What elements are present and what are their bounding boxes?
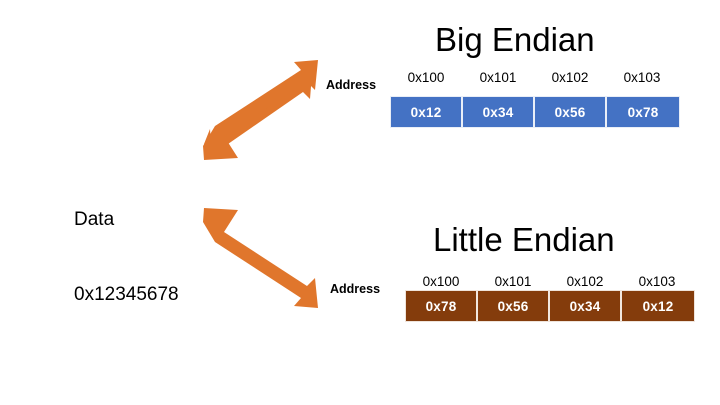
big-endian-address-row: 0x100 0x101 0x102 0x103 (390, 70, 678, 85)
address-label: 0x103 (623, 70, 661, 85)
address-label: 0x100 (407, 70, 445, 85)
address-label: 0x102 (566, 274, 604, 289)
address-label: 0x101 (479, 70, 517, 85)
byte-cell: 0x78 (406, 291, 478, 321)
address-label: 0x102 (551, 70, 589, 85)
arrow-to-little-endian-icon (203, 208, 318, 308)
source-data-value: 0x12345678 (74, 284, 179, 305)
big-endian-address-caption: Address (326, 78, 377, 92)
address-label: 0x101 (494, 274, 532, 289)
address-label: 0x100 (422, 274, 460, 289)
byte-cell: 0x34 (550, 291, 622, 321)
little-endian-address-row: 0x100 0x101 0x102 0x103 (405, 274, 693, 289)
byte-cell: 0x34 (463, 97, 535, 127)
source-data-caption: Data (74, 209, 115, 230)
byte-cell: 0x56 (478, 291, 550, 321)
arrow-to-big-endian-icon (203, 60, 318, 160)
little-endian-byte-table: 0x78 0x56 0x34 0x12 (405, 290, 695, 322)
little-endian-title: Little Endian (433, 221, 615, 258)
big-endian-byte-table: 0x12 0x34 0x56 0x78 (390, 96, 680, 128)
byte-cell: 0x78 (607, 97, 679, 127)
little-endian-address-caption: Address (330, 282, 381, 296)
address-label: 0x103 (638, 274, 676, 289)
big-endian-title: Big Endian (435, 21, 595, 58)
byte-cell: 0x56 (535, 97, 607, 127)
source-data-label: Data 0x12345678 (74, 157, 179, 357)
byte-cell: 0x12 (391, 97, 463, 127)
byte-cell: 0x12 (622, 291, 694, 321)
